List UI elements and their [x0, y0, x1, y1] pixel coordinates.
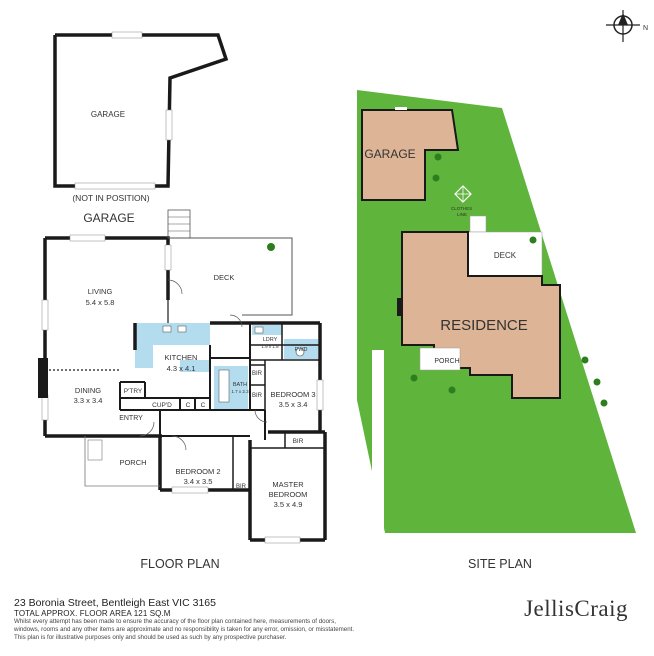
site-line-label: LINE: [457, 212, 467, 217]
floor-area: TOTAL APPROX. FLOOR AREA 121 SQ.M: [14, 609, 171, 618]
room-bir-4: BIR: [293, 438, 304, 445]
site-porch-label: PORCH: [434, 358, 459, 365]
room-c-2: C: [201, 402, 206, 409]
address: 23 Boronia Street, Bentleigh East VIC 31…: [14, 597, 216, 609]
room-bir-3: BIR: [236, 484, 247, 490]
site-garage-label: GARAGE: [364, 147, 415, 161]
room-dining-size: 3.3 x 3.4: [74, 396, 103, 405]
floor-plan-title: FLOOR PLAN: [140, 557, 219, 571]
room-living: LIVING: [88, 287, 113, 296]
north-arrow-icon: N: [606, 10, 648, 42]
compass-label: N: [643, 25, 648, 32]
floor-garage-title: GARAGE: [83, 211, 134, 225]
room-bedroom2-size: 3.4 x 3.5: [184, 477, 213, 486]
room-bedroom3: BEDROOM 3: [270, 390, 315, 399]
room-bedroom3-size: 3.5 x 3.4: [279, 400, 308, 409]
site-plan: GARAGE CLOTHES LINE DECK RESIDENCE PORCH: [357, 90, 636, 533]
room-ldry: LDRY: [263, 337, 278, 343]
floor-house: LIVING 5.4 x 5.8 DECK KITCHEN 4.3 x 4.1 …: [38, 209, 327, 544]
room-entry: ENTRY: [119, 415, 143, 422]
brand-logo: JellisCraig: [524, 596, 628, 621]
room-kitchen-size: 4.3 x 4.1: [167, 364, 196, 373]
room-master-size: 3.5 x 4.9: [274, 500, 303, 509]
floor-garage-label: GARAGE: [91, 110, 125, 119]
room-bedroom2: BEDROOM 2: [175, 467, 220, 476]
footer: 23 Boronia Street, Bentleigh East VIC 31…: [14, 597, 494, 642]
disclaimer-2: windows, rooms and any other items are a…: [14, 626, 355, 633]
room-c-1: C: [186, 402, 191, 409]
site-deck-plant-icon: [529, 236, 537, 244]
room-master: MASTER: [272, 480, 304, 489]
plan-drawing: N GARAGE (NOT IN POSITION) GARAGE: [38, 10, 648, 571]
room-deck: DECK: [214, 273, 235, 282]
room-pantry: P'TRY: [124, 388, 143, 395]
disclaimer-1: Whilst every attempt has been made to en…: [14, 618, 336, 625]
floor-garage: GARAGE (NOT IN POSITION) GARAGE: [53, 31, 229, 225]
fireplace: [38, 358, 48, 398]
deck-plant-icon: [267, 243, 275, 251]
room-kitchen: KITCHEN: [165, 353, 198, 362]
room-ldry-size: 1.9 x 1.8: [261, 344, 279, 349]
room-master-2: BEDROOM: [269, 490, 308, 499]
room-dining: DINING: [75, 386, 101, 395]
room-pwd: PWD: [295, 347, 308, 353]
room-bir-2: BIR: [252, 393, 263, 399]
tree-icon: [410, 153, 608, 407]
room-bath-size: 1.7 x 2.3: [231, 389, 249, 394]
disclaimer-3: This plan is for illustrative purposes o…: [14, 634, 287, 641]
site-plan-title: SITE PLAN: [468, 557, 532, 571]
room-bath: BATH: [233, 382, 247, 388]
room-cupd: CUP'D: [152, 402, 172, 409]
room-bir-1: BIR: [252, 371, 263, 377]
room-porch: PORCH: [119, 458, 146, 467]
floor-garage-caption: (NOT IN POSITION): [72, 193, 149, 203]
room-living-size: 5.4 x 5.8: [86, 298, 115, 307]
site-clothes-label: CLOTHES: [451, 206, 472, 211]
site-residence-label: RESIDENCE: [440, 317, 528, 334]
site-deck-label: DECK: [494, 251, 517, 260]
